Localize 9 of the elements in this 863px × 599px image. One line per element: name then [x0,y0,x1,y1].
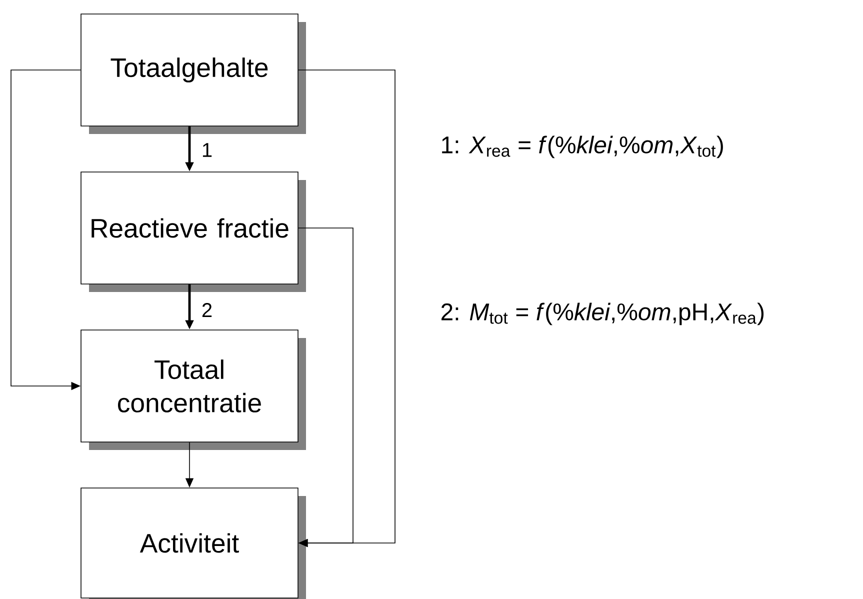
process-box: Totaal concentratie [80,330,298,442]
process-box: Totaalgehalte [80,14,298,126]
process-box: Reactieve fractie [80,172,298,284]
edge-label: 1 [200,142,214,158]
formula-label: 1: X$_{rea}$ = f(%klei,%om,X$_{tot}$) [442,136,723,158]
arrow [298,70,396,548]
formula-label: 2: M$_{tot}$ = f(%klei,%om,pH,X$_{rea}$) [441,302,764,326]
process-box: Activiteit [80,488,298,598]
edge-label: 2 [200,302,214,318]
